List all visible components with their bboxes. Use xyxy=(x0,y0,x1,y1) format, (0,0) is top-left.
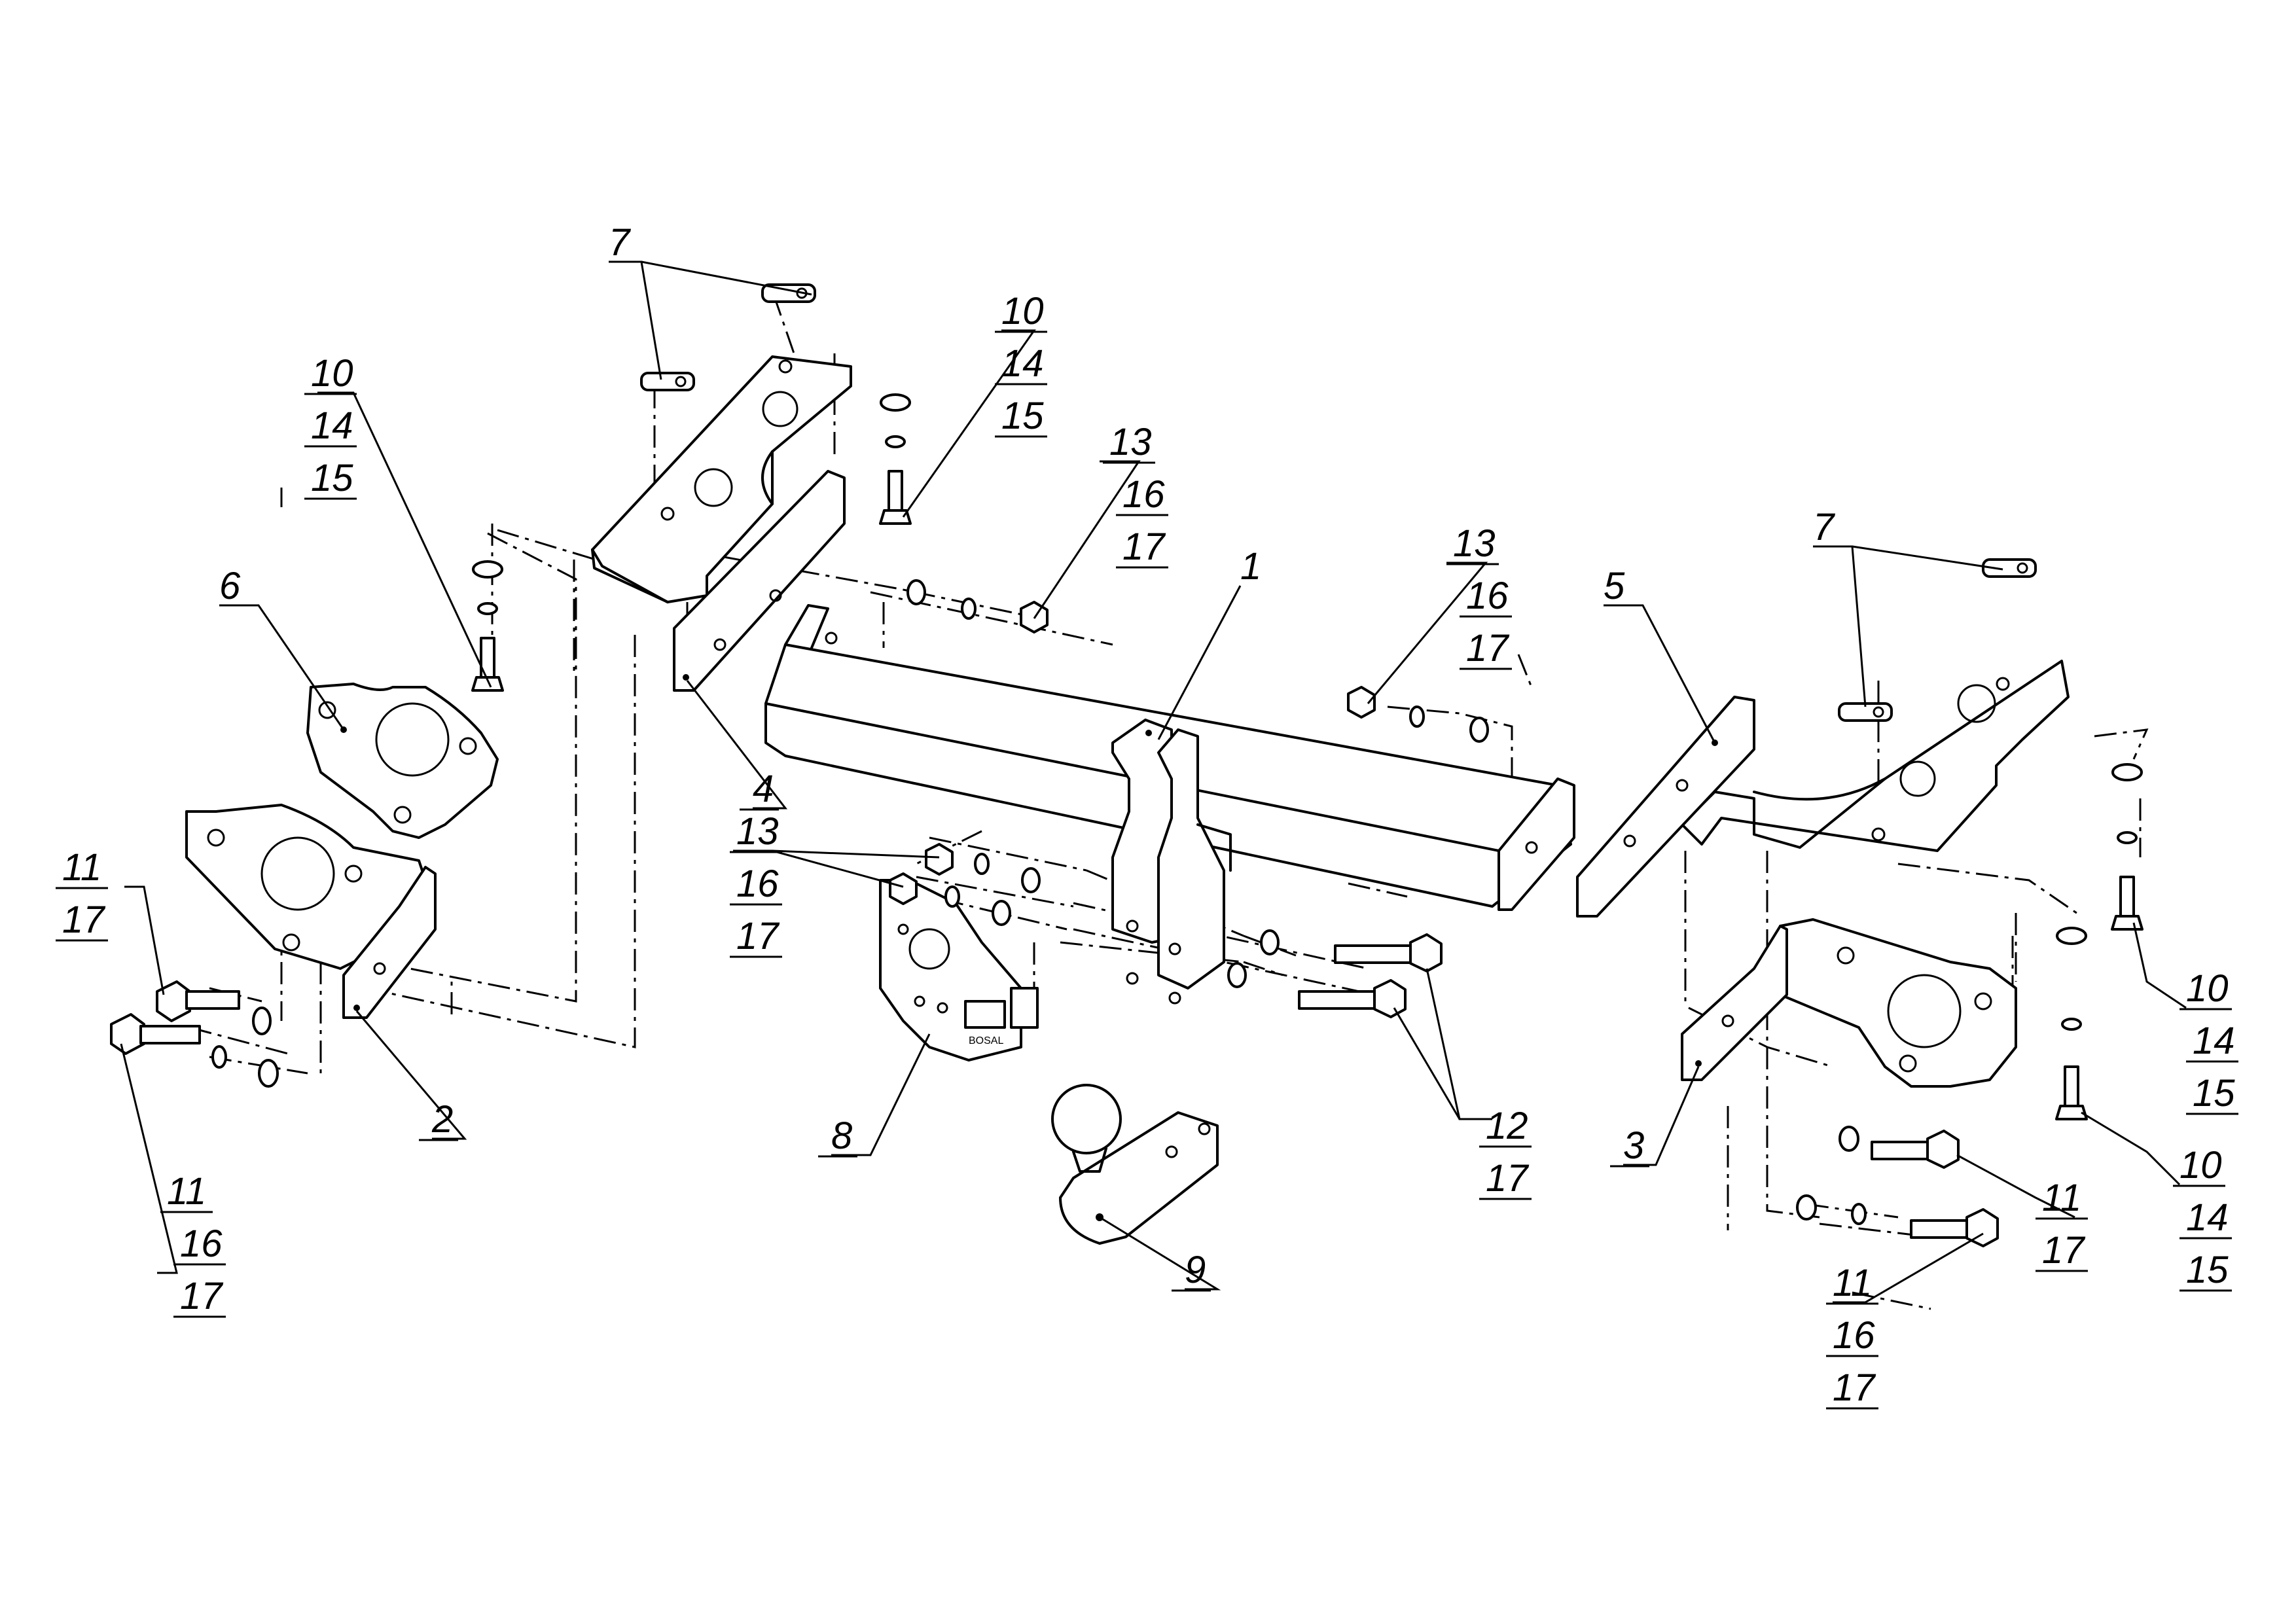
callout-10-14-15-right-top: 10 14 15 xyxy=(2179,967,2238,1115)
svg-text:17: 17 xyxy=(1466,627,1510,669)
callout-11-16-17-right: 11 16 17 xyxy=(1826,1262,1878,1410)
bolt-11-right-a xyxy=(1871,1130,1960,1169)
bolt-10-mid xyxy=(879,393,912,525)
bolt-11-right-b xyxy=(1910,1208,1999,1247)
svg-text:11: 11 xyxy=(62,846,101,889)
part-6-left-plate xyxy=(306,683,499,839)
svg-text:12: 12 xyxy=(1486,1105,1528,1147)
svg-text:17: 17 xyxy=(736,915,780,957)
part-8-socket-plate: BOSAL xyxy=(879,879,1039,1061)
svg-text:16: 16 xyxy=(736,863,779,905)
callout-10-14-15-right-bottom: 10 14 15 xyxy=(2173,1144,2232,1292)
svg-text:15: 15 xyxy=(1001,395,1044,437)
svg-text:10: 10 xyxy=(1001,290,1044,332)
bolt-10-left xyxy=(471,560,504,692)
part-7-spacer-plates xyxy=(640,283,2037,722)
socket-logo-text: BOSAL xyxy=(969,1035,1003,1046)
callout-9: 9 xyxy=(1185,1249,1206,1291)
callout-4: 4 xyxy=(753,768,774,810)
svg-text:15: 15 xyxy=(2193,1072,2235,1115)
callout-12-17: 12 17 xyxy=(1479,1105,1532,1200)
part-9-tow-ball xyxy=(1051,1084,1219,1245)
callout-labels: 1 2 3 4 5 6 7 7 8 9 10 14 15 10 14 xyxy=(56,221,2238,1410)
part-5-right-bracket xyxy=(1576,660,2070,918)
callout-13-16-17-lower: 13 16 17 xyxy=(730,810,782,958)
callout-11-17-right: 11 17 xyxy=(2036,1177,2088,1272)
svg-text:11: 11 xyxy=(2042,1177,2081,1219)
svg-text:17: 17 xyxy=(62,899,106,941)
callout-11-17-left: 11 17 xyxy=(56,846,108,942)
callout-8: 8 xyxy=(831,1115,852,1157)
bolt-12-a xyxy=(1334,933,1443,972)
callout-5: 5 xyxy=(1604,565,1625,607)
svg-text:16: 16 xyxy=(180,1222,223,1265)
svg-text:13: 13 xyxy=(736,810,779,853)
bolt-10-right-top xyxy=(2111,763,2144,931)
svg-text:17: 17 xyxy=(2042,1229,2086,1272)
callout-10-14-15-mid: 10 14 15 xyxy=(995,290,1047,438)
svg-text:17: 17 xyxy=(1122,526,1166,568)
svg-text:10: 10 xyxy=(311,352,353,395)
svg-text:14: 14 xyxy=(2193,1020,2235,1062)
svg-text:15: 15 xyxy=(311,457,353,499)
svg-text:16: 16 xyxy=(1122,473,1165,516)
part-3-right-lower-bracket xyxy=(1681,918,2017,1088)
fasteners xyxy=(110,393,2144,1247)
callout-10-14-15-left: 10 14 15 xyxy=(304,352,357,500)
svg-text:17: 17 xyxy=(180,1275,224,1317)
svg-text:16: 16 xyxy=(1833,1314,1875,1357)
svg-text:14: 14 xyxy=(2186,1196,2229,1239)
svg-text:16: 16 xyxy=(1466,575,1509,617)
callout-2: 2 xyxy=(431,1098,453,1141)
svg-text:15: 15 xyxy=(2186,1249,2229,1291)
bolt-12-b xyxy=(1298,979,1407,1018)
callout-13-16-17-mid: 13 16 17 xyxy=(1446,522,1512,670)
callout-11-16-17-left: 11 16 17 xyxy=(160,1170,226,1318)
svg-text:17: 17 xyxy=(1833,1366,1876,1409)
svg-text:10: 10 xyxy=(2186,967,2229,1010)
bolt-11-left-a xyxy=(156,980,240,1022)
callout-6: 6 xyxy=(219,565,241,607)
bolt-11-left-b xyxy=(110,1013,201,1055)
svg-text:13: 13 xyxy=(1453,522,1496,565)
callout-1: 1 xyxy=(1240,545,1261,588)
part-2-left-lower-bracket xyxy=(185,804,437,1019)
callout-7-left: 7 xyxy=(609,221,632,264)
svg-text:14: 14 xyxy=(1001,342,1044,385)
svg-text:14: 14 xyxy=(311,404,353,447)
callout-7-right: 7 xyxy=(1813,506,1836,548)
svg-text:10: 10 xyxy=(2179,1144,2222,1186)
svg-text:13: 13 xyxy=(1109,421,1152,463)
leader-lines xyxy=(120,260,2187,1304)
callout-3: 3 xyxy=(1623,1124,1644,1167)
part-4-left-bracket xyxy=(591,355,852,692)
svg-text:11: 11 xyxy=(167,1170,206,1213)
svg-text:11: 11 xyxy=(1833,1262,1872,1304)
callout-13-16-17-upper: 13 16 17 xyxy=(1103,421,1168,569)
svg-text:17: 17 xyxy=(1486,1157,1530,1200)
part-1-crossbar xyxy=(764,604,1575,1005)
bolt-10-right-bottom xyxy=(2055,927,2088,1120)
